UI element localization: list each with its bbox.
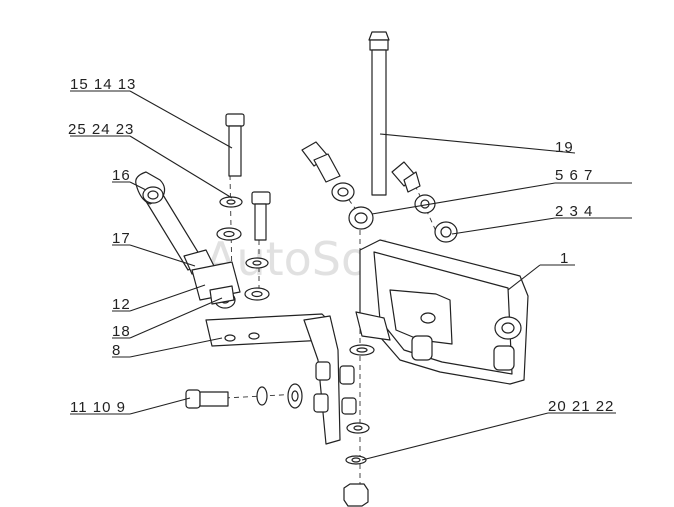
callout-15-14-13: 15 14 13 bbox=[70, 76, 136, 93]
callout-12: 12 bbox=[112, 296, 131, 313]
callout-18: 18 bbox=[112, 323, 131, 340]
washer-hole bbox=[354, 212, 368, 224]
bolt-part-2 bbox=[391, 161, 421, 193]
washer-hole bbox=[252, 260, 262, 266]
callout-2-3-4: 2 3 4 bbox=[555, 203, 593, 220]
callout-25-24-23: 25 24 23 bbox=[68, 121, 134, 138]
callout-20-21-22: 20 21 22 bbox=[548, 398, 614, 415]
washer-hole bbox=[226, 199, 236, 205]
callout-19: 19 bbox=[555, 139, 574, 156]
bolt-part-5 bbox=[301, 141, 341, 183]
bolt-part-23 bbox=[251, 191, 271, 241]
callout-16: 16 bbox=[112, 167, 131, 184]
callout-5-6-7: 5 6 7 bbox=[555, 167, 593, 184]
washer-hole bbox=[353, 425, 363, 431]
bracket-part-8 bbox=[205, 313, 357, 445]
callout-11-10-9: 11 10 9 bbox=[70, 399, 126, 416]
bracket-part-12 bbox=[191, 261, 241, 309]
washer-hole bbox=[223, 230, 235, 238]
bolt-part-11 bbox=[185, 383, 303, 409]
washer-hole bbox=[251, 290, 263, 298]
long-bolt-part-19 bbox=[368, 31, 390, 196]
washer-hole bbox=[351, 457, 361, 463]
washer-hole bbox=[356, 347, 368, 353]
washer-hole bbox=[440, 226, 452, 238]
leader-lines bbox=[70, 90, 632, 461]
callout-8: 8 bbox=[112, 342, 121, 359]
washer-hole bbox=[337, 187, 349, 197]
rod-part-17 bbox=[135, 171, 215, 275]
main-bracket-part-1 bbox=[355, 239, 529, 385]
bolt-part-15 bbox=[225, 113, 245, 177]
nut-part-22 bbox=[343, 483, 369, 507]
callout-17: 17 bbox=[112, 230, 131, 247]
callout-1: 1 bbox=[560, 250, 569, 267]
